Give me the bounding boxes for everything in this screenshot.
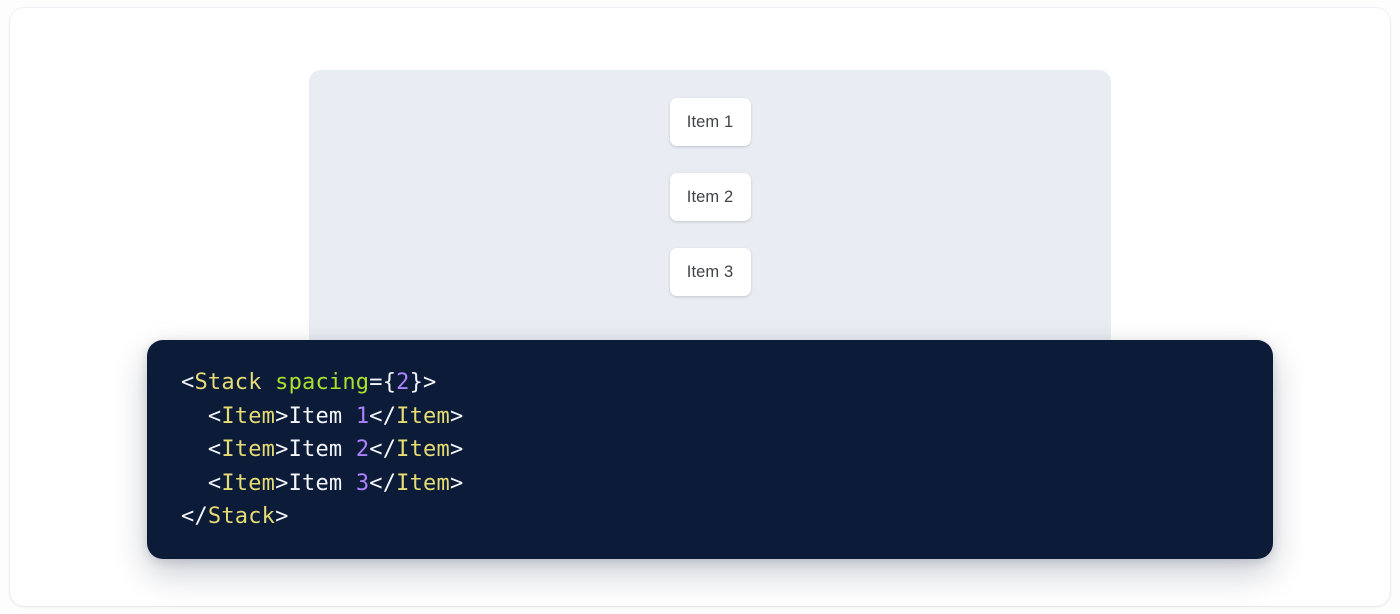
code-token-num: 2 [355, 437, 370, 463]
code-token-plain: > [275, 470, 289, 496]
code-token-tag: Item [221, 403, 276, 429]
stack-item-label: Item 3 [686, 262, 734, 281]
code-token-plain: > [275, 437, 289, 463]
code-token-num: 2 [396, 370, 410, 395]
code-token-plain: < [207, 470, 222, 496]
code-token-plain [262, 370, 275, 395]
code-token-plain: </ [181, 504, 208, 530]
stack-preview-container: Item 1 Item 2 Item 3 [309, 70, 1111, 296]
code-token-plain: > [449, 470, 464, 496]
stack-item-3[interactable]: Item 3 [669, 248, 751, 296]
code-token-plain: < [207, 437, 222, 463]
code-line: <Item>Item 3</Item> [181, 471, 463, 496]
code-token-plain: > [275, 403, 289, 429]
code-token-tag: Item [396, 470, 450, 496]
code-token-plain: < [207, 403, 222, 429]
code-snippet-block[interactable]: <Stack spacing={2}> <Item>Item 1</Item> … [147, 340, 1273, 559]
code-snippet-text: <Stack spacing={2}> <Item>Item 1</Item> … [181, 366, 1239, 534]
code-line: <Item>Item 1</Item> [181, 404, 463, 429]
code-token-plain: ={ [369, 370, 397, 395]
code-token-text: Item [288, 437, 356, 463]
component-preview-panel: Item 1 Item 2 Item 3 [309, 70, 1111, 370]
code-token-plain: </ [369, 403, 397, 429]
code-token-plain: > [449, 437, 464, 463]
code-token-tag: Stack [194, 370, 262, 395]
code-token-num: 1 [355, 403, 370, 429]
stack-item-2[interactable]: Item 2 [669, 173, 751, 221]
code-token-plain: </ [369, 437, 397, 463]
code-line: </Stack> [181, 504, 289, 529]
code-indent [181, 404, 208, 429]
code-token-plain: }> [409, 370, 437, 395]
code-token-tag: Item [221, 437, 276, 463]
code-token-tag: Stack [207, 504, 276, 530]
code-token-attr: spacing [275, 370, 370, 395]
code-indent [181, 437, 208, 462]
code-token-plain: > [449, 403, 464, 429]
code-token-plain: </ [369, 470, 397, 496]
stack-item-1[interactable]: Item 1 [669, 98, 751, 146]
code-token-plain: > [275, 504, 289, 530]
code-line: <Stack spacing={2}> [181, 370, 437, 395]
code-token-text: Item [288, 403, 356, 429]
code-token-tag: Item [396, 437, 450, 463]
code-token-text: Item [288, 470, 356, 496]
code-token-tag: Item [221, 470, 276, 496]
code-token-tag: Item [396, 403, 450, 429]
code-token-plain: < [181, 370, 195, 395]
code-indent [181, 471, 208, 496]
code-line: <Item>Item 2</Item> [181, 437, 463, 462]
code-token-num: 3 [355, 470, 370, 496]
stack-item-label: Item 1 [686, 112, 734, 131]
stack-item-label: Item 2 [686, 187, 734, 206]
